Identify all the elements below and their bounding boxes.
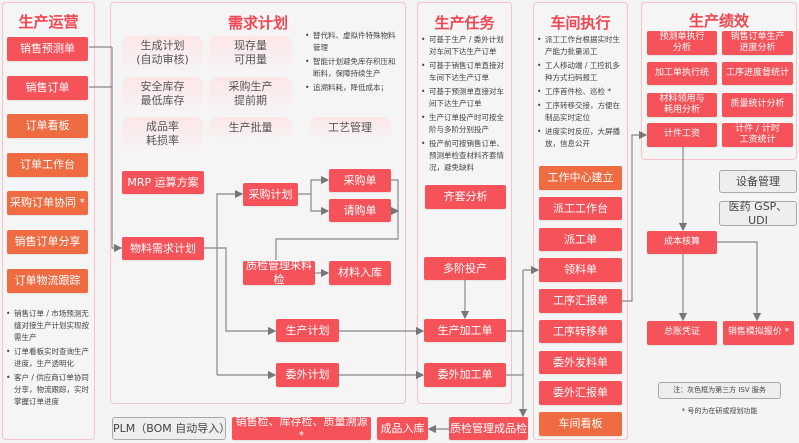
material-in-button[interactable]: 材料入库 [329, 261, 391, 285]
ops-title: 生产运营 [18, 13, 79, 31]
cost-accounting-button[interactable]: 成本核算 [647, 231, 717, 254]
order-exec-stats[interactable]: 加工单执行统 [647, 62, 717, 85]
shop-bullet: 工序转移交接，方便在制品实时定位 [537, 100, 627, 124]
plm-bom-import[interactable]: PLM（BOM 自动导入） [112, 417, 230, 440]
shop-bullets: 派工工作台根据实时生产能力批量派工 工人移动端 / 工控机多种方式扫码报工 工序… [537, 34, 627, 152]
perf-title: 生产绩效 [688, 12, 749, 30]
task-title: 生产任务 [434, 14, 495, 32]
dispatch-workbench-button[interactable]: 派工工作台 [539, 197, 622, 220]
task-bullet: 可基于预测单直接对车间下达生产订单 [421, 86, 511, 110]
pick-list-button[interactable]: 领料单 [539, 258, 622, 282]
production-plan-button[interactable]: 生产计划 [276, 319, 339, 342]
shop-bullet: 派工工作台根据实时生产能力批量派工 [537, 34, 627, 58]
ops-bullets: 销售订单 / 市场预测无缝对接生产计划实现按需生产 订单看板实时查询生产进度，生… [6, 308, 92, 410]
quality-trace-button[interactable]: 销售检、库存检、质量溯源 * [232, 415, 371, 442]
order-workbench-button[interactable]: 订单工作台 [7, 153, 88, 177]
piece-wage-button[interactable]: 计件工资 [647, 123, 717, 147]
shop-bullet: 工人移动端 / 工控机多种方式扫码报工 [537, 60, 627, 84]
process-progress-stats[interactable]: 工序进度督统计 [722, 62, 793, 85]
outsource-order-button[interactable]: 委外加工单 [424, 363, 506, 387]
plan-bullets: 替代料、虚拟件特殊物料管理 智能计划避免库存积压和断料，保障持续生产 追溯料耗，… [305, 30, 401, 96]
ops-bullet: 客户 / 供应商订单协同分享，物流跟踪，实时掌握订单进度 [6, 372, 92, 408]
shop-bullet: 进度实时反应，大屏播放，信息公开 [537, 126, 627, 150]
task-bullets: 可基于生产 / 委外计划对车间下达生产订单 可基于销售订单直接对车间下达生产订单… [421, 34, 511, 176]
multi-level-release-button[interactable]: 多阶投产 [424, 257, 506, 280]
param-safety-stock: 安全库存 最低库存 [122, 77, 203, 111]
craft-management[interactable]: 工艺管理 [309, 117, 391, 139]
task-bullet: 投产前可按销售订单、预测单检查材料齐套情况，避免缺料 [421, 138, 511, 174]
process-report-button[interactable]: 工序汇报单 [539, 289, 622, 313]
param-batch: 生产批量 [209, 117, 292, 139]
purchase-plan-button[interactable]: 采购计划 [243, 183, 298, 206]
param-yield: 成品率 耗损率 [122, 117, 203, 151]
mrp-scheme-button[interactable]: MRP 运算方案 [122, 171, 204, 194]
task-bullet: 可基于销售订单直接对车间下达生产订单 [421, 60, 511, 84]
order-logistics-button[interactable]: 订单物流跟踪 [7, 269, 88, 293]
plan-title: 需求计划 [227, 14, 288, 32]
mrp-plan-button[interactable]: 物料需求计划 [122, 237, 204, 260]
dispatch-order-button[interactable]: 派工单 [539, 228, 622, 251]
shop-bullet: 工序首件检、巡检 * [537, 86, 627, 98]
purchase-order-button[interactable]: 采购单 [329, 169, 391, 192]
incoming-qc-button[interactable]: 质检管理来料检 [243, 259, 315, 286]
sales-progress-analysis[interactable]: 销售订单生产 进度分析 [722, 31, 793, 55]
pharma-gsp-udi[interactable]: 医药 GSP、UDI [719, 200, 797, 227]
process-transfer-button[interactable]: 工序转移单 [539, 320, 622, 343]
finished-goods-in-button[interactable]: 成品入库 [377, 417, 428, 440]
order-board-button[interactable]: 订单看板 [7, 114, 88, 138]
sales-forecast-button[interactable]: 销售预测单 [7, 37, 88, 61]
task-bullet: 可基于生产 / 委外计划对车间下达生产订单 [421, 34, 511, 58]
ops-bullet: 销售订单 / 市场预测无缝对接生产计划实现按需生产 [6, 308, 92, 344]
param-stock: 现存量 可用量 [209, 36, 292, 70]
work-center-button[interactable]: 工作中心建立 [539, 166, 622, 190]
po-collab-button[interactable]: 采购订单协同 * [7, 191, 88, 215]
star-note: * 号的为在研或规划功能 [681, 407, 758, 415]
ops-bullet: 订单看板实时查询生产进度，生产透明化 [6, 346, 92, 370]
material-usage-analysis[interactable]: 材料领用与 耗用分析 [647, 93, 717, 117]
sales-order-button[interactable]: 销售订单 [7, 76, 88, 100]
shop-board-button[interactable]: 车间看板 [539, 412, 622, 436]
shop-title: 车间执行 [550, 14, 611, 32]
purchase-request-button[interactable]: 请购单 [329, 199, 391, 222]
sales-quote-button[interactable]: 销售模拟报价 * [723, 321, 794, 345]
ledger-voucher-button[interactable]: 总账凭证 [647, 321, 717, 345]
param-lead-time: 采购生产 提前期 [209, 77, 292, 111]
forecast-exec-analysis[interactable]: 预测单执行 分析 [647, 31, 717, 55]
plan-bullet: 智能计划避免库存积压和断料，保障持续生产 [305, 56, 401, 80]
plan-bullet: 追溯料耗，降低成本； [305, 82, 401, 94]
quality-stats[interactable]: 质量统计分析 [722, 93, 793, 117]
outsource-report-button[interactable]: 委外汇报单 [539, 381, 622, 405]
legend-note: 注：灰色框为第三方 ISV 服务 [658, 382, 781, 399]
connector-cost-to-quote [717, 241, 762, 322]
task-bullet: 生产订单投产时可按全阶与多阶分别投产 [421, 112, 511, 136]
outsource-plan-button[interactable]: 委外计划 [276, 363, 339, 387]
final-qc-button[interactable]: 质检管理成品检 [449, 417, 528, 440]
wage-stats[interactable]: 计件 / 计时 工资统计 [722, 123, 793, 147]
outsource-issue-button[interactable]: 委外发料单 [539, 351, 622, 374]
sales-order-share-button[interactable]: 销售订单分享 [7, 230, 88, 254]
kit-analysis-button[interactable]: 齐套分析 [425, 185, 506, 209]
production-order-button[interactable]: 生产加工单 [424, 319, 506, 342]
equipment-management[interactable]: 设备管理 [719, 170, 797, 193]
plan-bullet: 替代料、虚拟件特殊物料管理 [305, 30, 401, 54]
param-generate-plan: 生成计划 (自动审核) [122, 36, 203, 70]
